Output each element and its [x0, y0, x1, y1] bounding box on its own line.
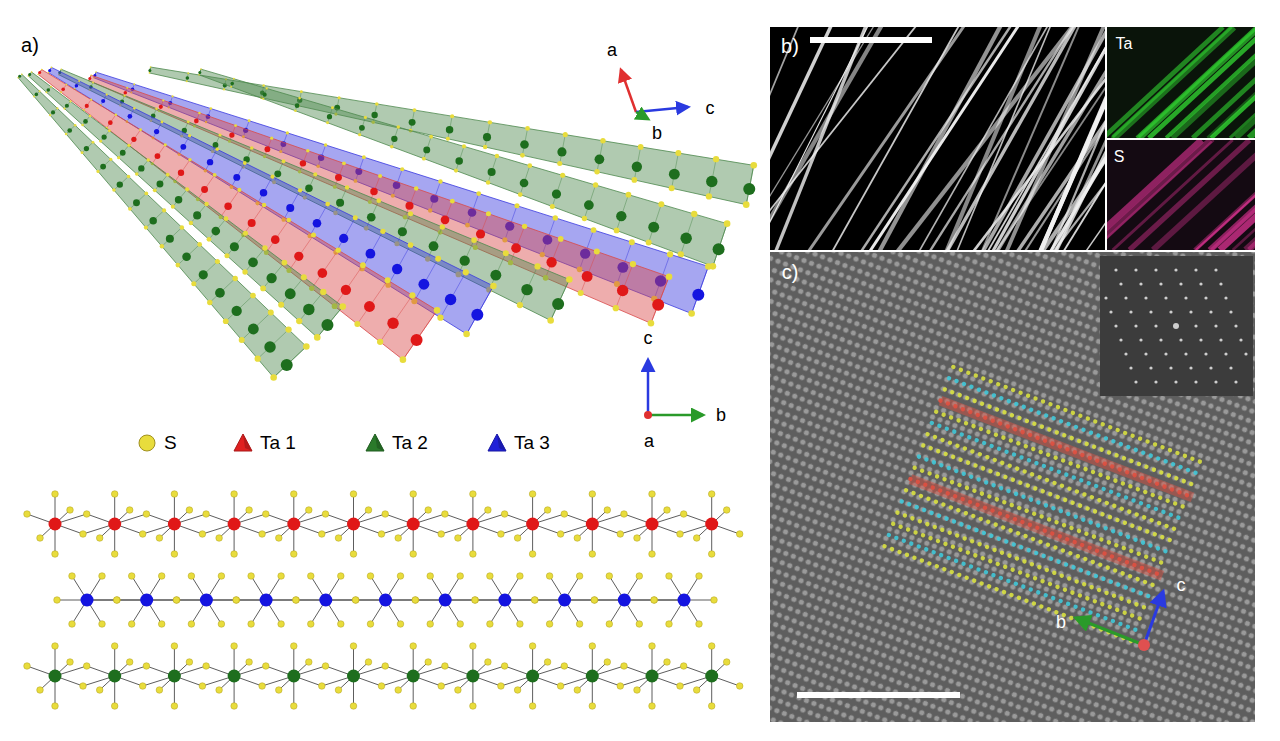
panel-label: b [716, 406, 726, 424]
legend-item: Ta 3 [486, 432, 550, 454]
legend-swatch [486, 432, 508, 454]
nanowire-bundle [770, 27, 1105, 250]
fft-spots [1104, 268, 1247, 383]
scale-bar [810, 37, 932, 43]
structure-overlay [882, 364, 1207, 645]
legend-swatch [136, 432, 158, 454]
panel-label: a [607, 41, 617, 59]
panel-label: b) [781, 36, 799, 56]
fft-inset [1100, 256, 1253, 396]
polyhedral-chain [17, 73, 309, 380]
panel-label: b [1056, 613, 1066, 631]
legend-text: Ta 1 [260, 432, 296, 454]
chain-projection [24, 491, 743, 558]
legend-text: S [164, 432, 177, 454]
panel-label: c) [782, 262, 799, 282]
chain-projections [24, 491, 743, 710]
legend-swatch [364, 432, 386, 454]
legend-item: S [136, 432, 177, 454]
panel-label: c [644, 329, 653, 347]
axis-triad [621, 70, 688, 119]
hrtem-image [770, 252, 1255, 722]
legend-text: Ta 3 [514, 432, 550, 454]
chain-projection [24, 643, 743, 710]
eds-map-s [1107, 140, 1255, 250]
scale-bar [797, 692, 960, 698]
panel-label: c [706, 99, 715, 117]
chain-projection [54, 573, 718, 628]
eds-map-ta [1107, 27, 1255, 138]
crystal-structure-3d [17, 66, 757, 381]
legend-swatch [232, 432, 254, 454]
axis-triad [644, 360, 703, 419]
legend-text: Ta 2 [392, 432, 428, 454]
panel-label: S [1114, 149, 1125, 165]
panel-label: b [652, 124, 662, 142]
panel-label: a [644, 432, 654, 450]
panel-label: Ta [1116, 36, 1133, 52]
panel-label: c [1177, 576, 1186, 594]
legend-item: Ta 2 [364, 432, 428, 454]
legend-item: Ta 1 [232, 432, 296, 454]
polyhedral-chain [28, 71, 346, 340]
panel-label: a) [21, 35, 39, 55]
axis-triad [1076, 592, 1163, 651]
